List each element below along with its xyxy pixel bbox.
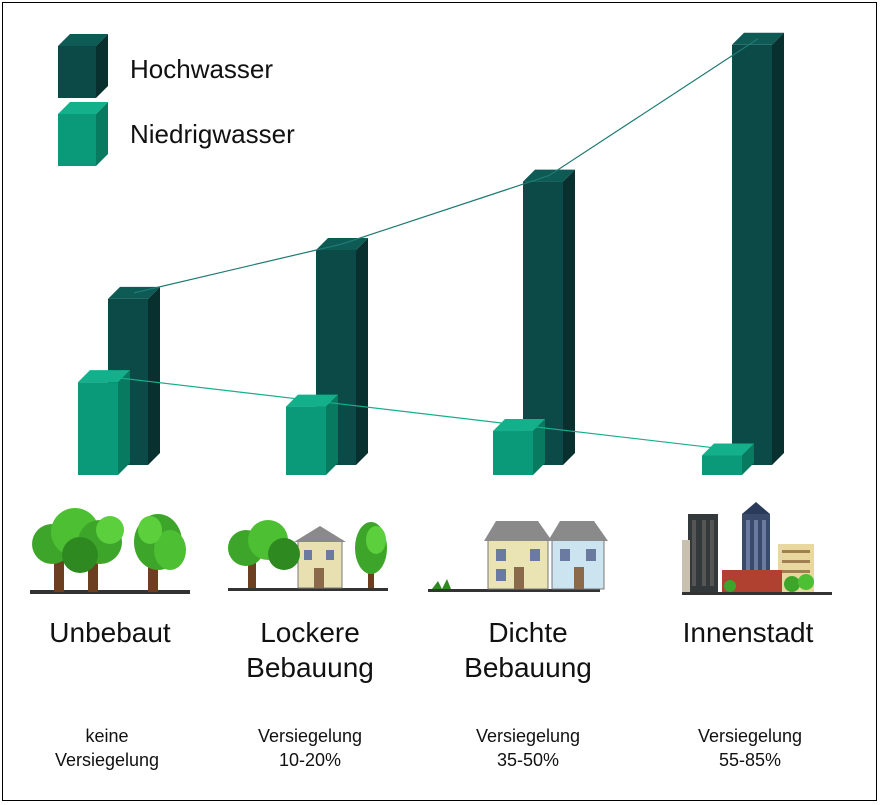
category-sub-dichte-bebauung: Versiegelung 35-50% — [475, 726, 581, 770]
bar-hochwasser-4 — [732, 32, 784, 465]
bars — [78, 32, 784, 475]
category-label-innenstadt: Innenstadt — [682, 617, 814, 648]
bar-hochwasser-3 — [523, 169, 575, 465]
bar-niedrigwasser-1 — [78, 370, 130, 475]
trend-line-hochwasser — [133, 38, 759, 294]
legend-swatch-niedrigwasser — [58, 102, 108, 166]
trend-line-niedrigwasser — [103, 375, 729, 451]
category-label-lockere-bebauung: Lockere Bebauung — [246, 617, 374, 683]
row-houses-icon — [428, 521, 608, 592]
trend-lines — [103, 38, 759, 451]
trees-icon — [30, 508, 190, 594]
category-label-dichte-bebauung: Dichte Bebauung — [464, 617, 592, 683]
legend-label-niedrigwasser: Niedrigwasser — [130, 119, 295, 149]
category-sub-unbebaut: keine Versiegelung — [54, 726, 160, 770]
city-skyline-icon — [682, 502, 832, 595]
category-label-unbebaut: Unbebaut — [49, 617, 171, 648]
legend-swatch-hochwasser — [58, 34, 108, 98]
bar-niedrigwasser-2 — [286, 394, 338, 475]
bar-niedrigwasser-4 — [702, 443, 754, 475]
legend-label-hochwasser: Hochwasser — [130, 54, 274, 84]
category-sub-lockere-bebauung: Versiegelung 10-20% — [257, 726, 363, 770]
legend — [58, 34, 108, 166]
house-trees-icon — [228, 520, 388, 591]
category-sub-innenstadt: Versiegelung 55-85% — [697, 726, 803, 770]
